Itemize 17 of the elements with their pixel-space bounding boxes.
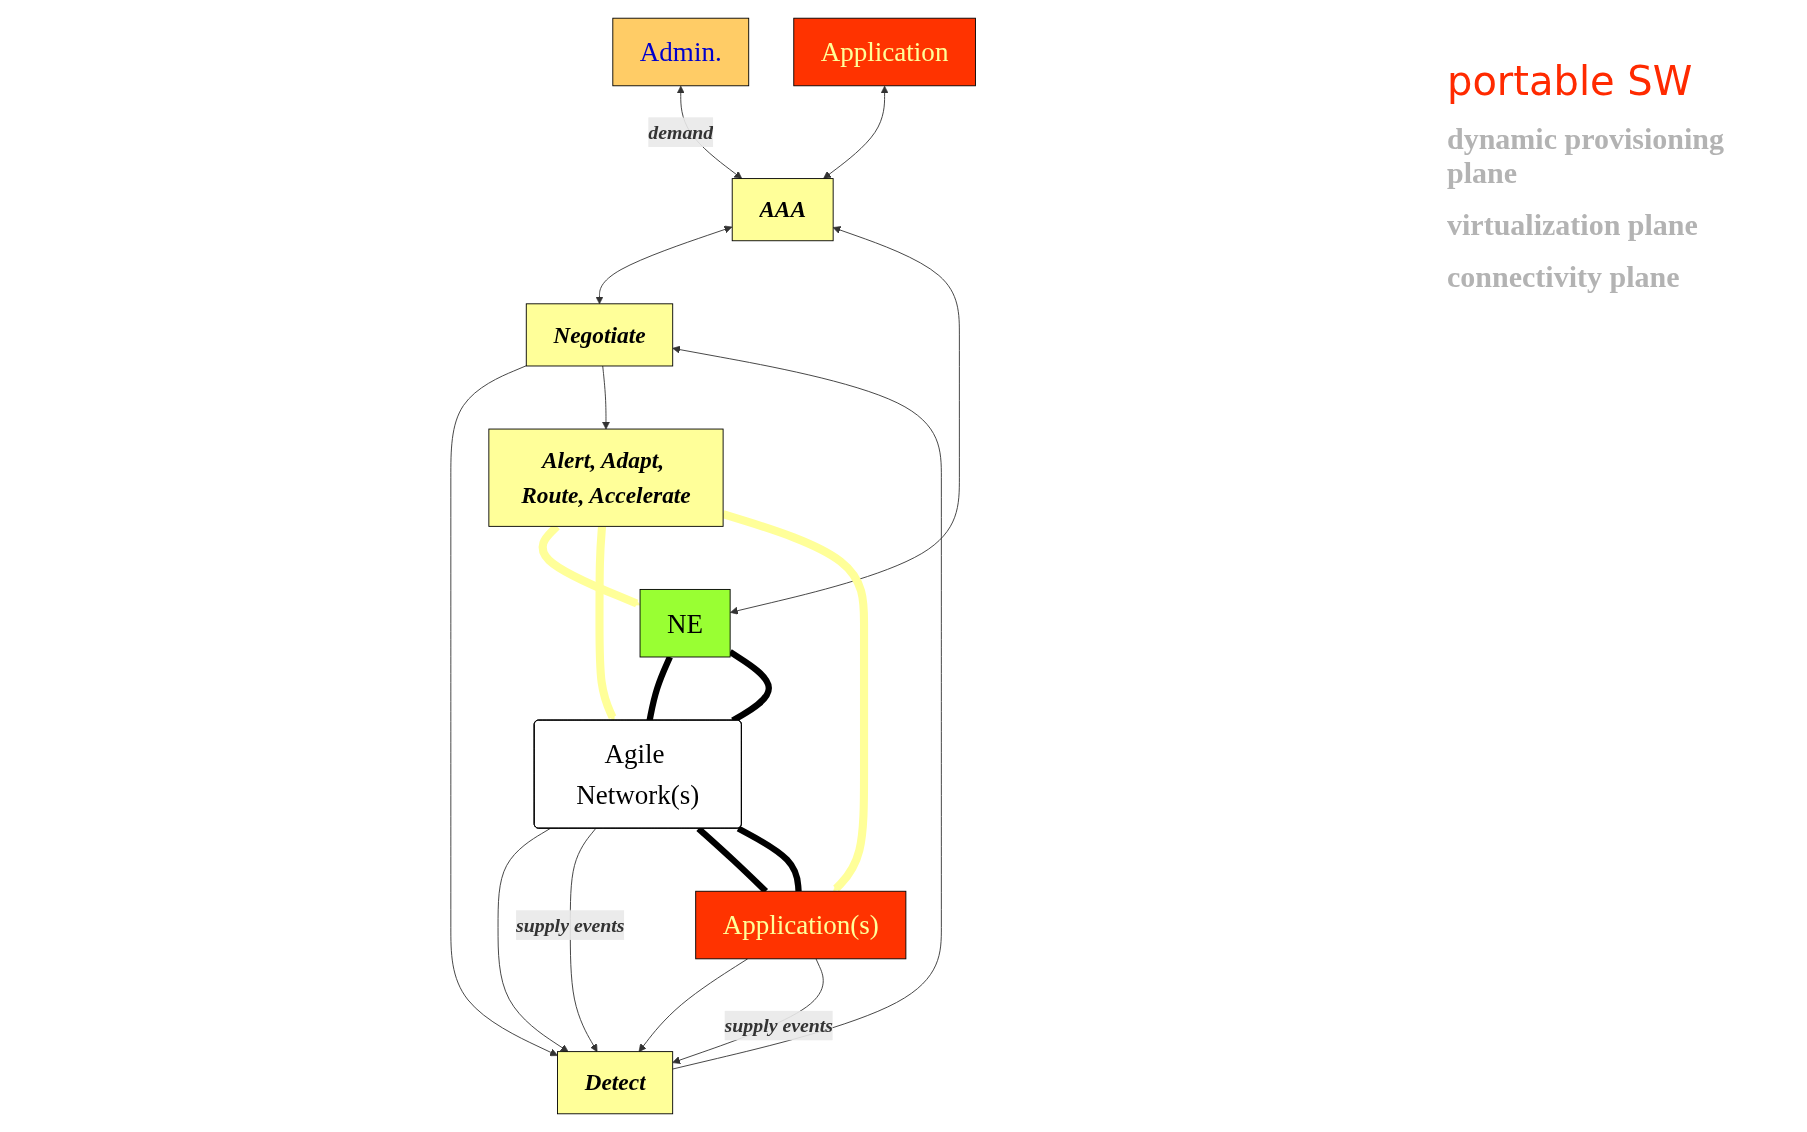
edge-label: supply events xyxy=(724,1014,834,1037)
annotation-text: portable SW xyxy=(1447,58,1694,104)
plane-label: virtualization plane xyxy=(1447,208,1699,242)
plane-label: dynamic provisioning plane xyxy=(1447,122,1726,190)
edge-label: supply events xyxy=(516,913,625,937)
node-box: Detect xyxy=(557,1051,674,1115)
arrow xyxy=(722,510,869,892)
plane-label: connectivity plane xyxy=(1447,260,1681,294)
node-box: Application(s) xyxy=(695,890,907,960)
edge-label: demand xyxy=(648,120,714,144)
connector xyxy=(737,825,803,892)
node-box: Alert, Adapt, Route, Accelerate xyxy=(488,428,724,527)
node-box: Admin. xyxy=(612,17,750,87)
node-box: NE xyxy=(639,588,731,658)
node-box: Application xyxy=(793,17,977,87)
node-box: Negotiate xyxy=(526,303,674,367)
arrow xyxy=(595,526,617,721)
